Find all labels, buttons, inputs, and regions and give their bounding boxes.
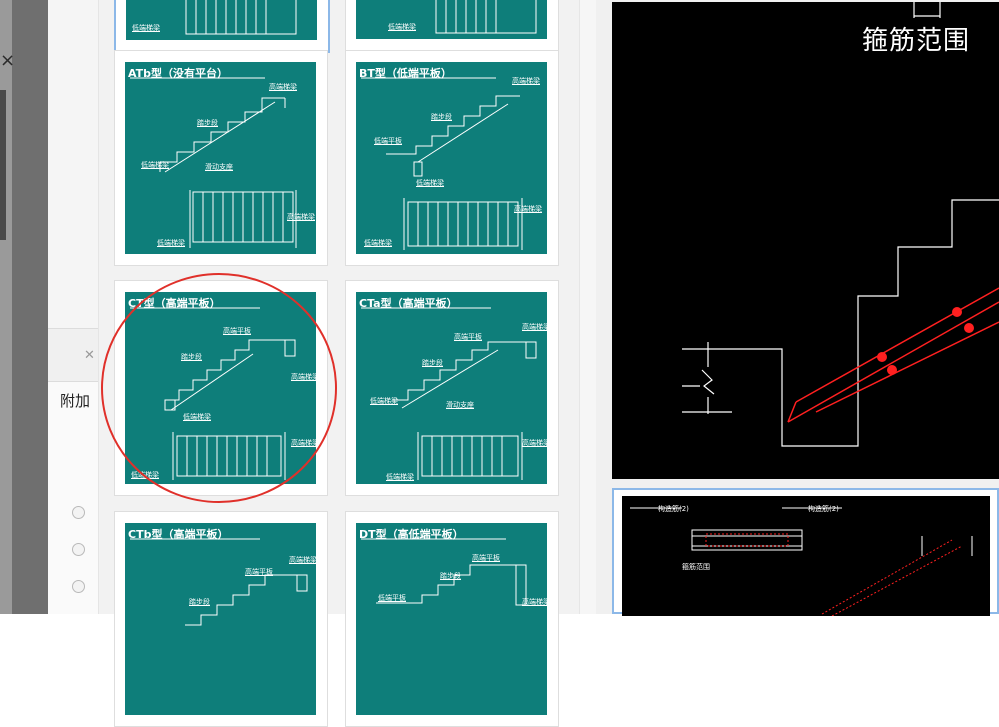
stair-type-title: DT型（高低端平板）: [359, 528, 464, 541]
tile-stair-ctb[interactable]: CTb型（高端平板） 高端梯梁 高端平板 踏步段: [114, 511, 328, 727]
preview-title: 箍筋范围: [862, 26, 971, 56]
stair-label: 高端梯梁: [522, 323, 547, 331]
stair-type-title: BT型（低端平板）: [359, 67, 452, 80]
stair-thumbnail: CT型（高端平板） 高端平板 踏步段: [125, 292, 316, 484]
stair-thumbnail: ATb型（没有平台） 高端梯梁 踏步段 低端梯梁: [125, 62, 316, 254]
stair-label: 高端梯梁: [291, 439, 316, 447]
stair-section-drawing: [682, 2, 999, 447]
stair-drawing: [130, 77, 297, 248]
stair-label: 踏步段: [422, 359, 443, 367]
stair-label: 高端平板: [245, 568, 273, 576]
stair-drawing: [130, 307, 296, 480]
stair-label: 踏步段: [189, 598, 210, 606]
stair-label: 高端梯梁: [269, 83, 297, 91]
stair-type-title: ATb型（没有平台）: [128, 67, 229, 80]
stair-label: 踏步段: [181, 353, 202, 361]
stair-drawing: [361, 77, 523, 250]
panel-top-area: [48, 0, 99, 328]
tab-label[interactable]: 附加: [60, 392, 91, 410]
stair-label: 高端梯梁: [289, 556, 316, 564]
stair-thumbnail: BT型（低端平板） 高端梯梁 踏步段 低端平板: [356, 62, 547, 254]
stair-label: 低端梯梁: [388, 23, 416, 31]
stair-type-gallery: 低端梯梁 低端梯梁 ATb型（没有平台）: [98, 0, 598, 727]
thumbnail-drawing: [630, 507, 973, 616]
tile-stair-cta[interactable]: CTa型（高端平板） 高端梯梁 高端平板 踏步段 低端梯梁: [345, 280, 559, 496]
stair-label: 低端梯梁: [132, 24, 160, 32]
left-dock-strip: ×: [0, 0, 48, 614]
preview-canvas: 箍筋范围: [612, 2, 999, 479]
tile-stair-bt[interactable]: BT型（低端平板） 高端梯梁 踏步段 低端平板: [345, 50, 559, 266]
stair-drawing: [361, 307, 537, 480]
stair-label: 低端平板: [374, 137, 402, 145]
stair-label: 踏步段: [440, 572, 461, 580]
gallery-scrollbar[interactable]: [579, 0, 598, 614]
close-icon[interactable]: ×: [0, 50, 16, 71]
stair-label: 滑动支座: [205, 163, 233, 171]
stair-label: 高端梯梁: [291, 373, 316, 381]
thumb-label: 构造筋(2): [658, 505, 689, 513]
stair-drawing: [185, 0, 297, 35]
tile-stair-bt0[interactable]: 低端梯梁: [345, 0, 559, 51]
stair-drawing: [130, 538, 308, 626]
tile-stair-ct[interactable]: CT型（高端平板） 高端平板 踏步段: [114, 280, 328, 496]
tile-stair-atb[interactable]: ATb型（没有平台） 高端梯梁 踏步段 低端梯梁: [114, 50, 328, 266]
stair-thumbnail: 低端梯梁: [126, 0, 317, 40]
stair-label: 低端梯梁: [141, 161, 169, 169]
stair-label: 低端梯梁: [157, 239, 185, 247]
stair-label: 低端梯梁: [416, 179, 444, 187]
preview-thumbnail[interactable]: 构造筋(2) 构造筋(2) 箍筋范围: [612, 488, 999, 616]
stair-type-title: CTa型（高端平板）: [359, 297, 458, 310]
stair-label: 高端平板: [472, 554, 500, 562]
thumb-label: 箍筋范围: [682, 563, 710, 571]
stair-label: 高端平板: [223, 327, 251, 335]
stair-thumbnail: CTb型（高端平板） 高端梯梁 高端平板 踏步段: [125, 523, 316, 715]
stair-label: 高端梯梁: [512, 77, 540, 85]
stair-label: 低端梯梁: [364, 239, 392, 247]
stair-thumbnail: DT型（高低端平板） 高端平板 踏步段 低端平板 高端梯梁: [356, 523, 547, 715]
tile-stair-dt[interactable]: DT型（高低端平板） 高端平板 踏步段 低端平板 高端梯梁: [345, 511, 559, 727]
dock-handle[interactable]: [0, 90, 6, 240]
radio-option-2[interactable]: [72, 543, 85, 556]
stair-label: 踏步段: [197, 119, 218, 127]
stair-drawing: [435, 0, 537, 34]
radio-option-3[interactable]: [72, 580, 85, 593]
stair-label: 低端梯梁: [131, 471, 159, 479]
stair-label: 高端梯梁: [522, 598, 547, 606]
tab-close-icon[interactable]: ✕: [84, 348, 95, 363]
stair-drawing: [361, 538, 527, 606]
properties-panel: ✕ 附加: [48, 0, 99, 614]
thumbnail-canvas: 构造筋(2) 构造筋(2) 箍筋范围: [622, 496, 990, 616]
stair-label: 高端平板: [454, 333, 482, 341]
radio-option-1[interactable]: [72, 506, 85, 519]
stair-label: 滑动支座: [446, 401, 474, 409]
stair-label: 高端梯梁: [522, 439, 547, 447]
thumb-label: 构造筋(2): [808, 505, 839, 513]
panel-tab-bar: [48, 328, 98, 382]
stair-thumbnail: CTa型（高端平板） 高端梯梁 高端平板 踏步段 低端梯梁: [356, 292, 547, 484]
stair-type-title: CTb型（高端平板）: [128, 528, 229, 541]
stair-label: 低端梯梁: [183, 413, 211, 421]
stair-label: 高端梯梁: [287, 213, 315, 221]
stair-label: 高端梯梁: [514, 205, 542, 213]
stair-thumbnail: 低端梯梁: [356, 0, 547, 39]
stair-label: 踏步段: [431, 113, 452, 121]
highlight-circle: [101, 273, 337, 503]
stair-label: 低端梯梁: [370, 397, 398, 405]
tile-stair-at[interactable]: 低端梯梁: [114, 0, 330, 53]
stair-type-title: CT型（高端平板）: [128, 297, 221, 310]
stair-label: 低端梯梁: [386, 473, 414, 481]
stair-label: 低端平板: [378, 594, 406, 602]
